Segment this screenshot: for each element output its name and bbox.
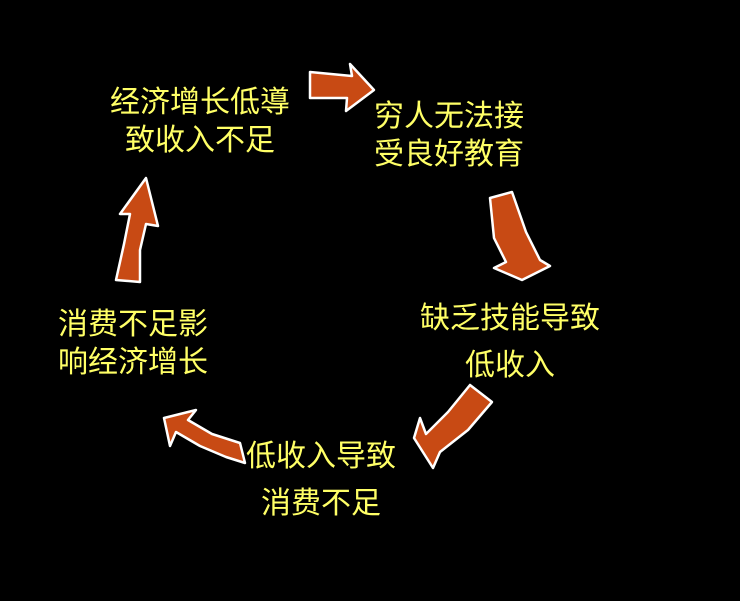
cycle-node-4-line-2: 消费不足 xyxy=(261,485,381,521)
cycle-node-1: 经济增长低導 致收入不足 xyxy=(110,84,290,159)
cycle-node-3: 缺乏技能导致 低收入 xyxy=(420,296,600,389)
arrow-n5-to-n1 xyxy=(114,176,160,284)
cycle-node-4: 低收入导致 消费不足 xyxy=(246,434,396,527)
cycle-node-1-line-2: 致收入不足 xyxy=(125,122,275,158)
cycle-node-5: 消费不足影 响经济增长 xyxy=(58,306,208,381)
arrow-n1-to-n2 xyxy=(308,62,376,113)
cycle-node-1-line-1: 经济增长低導 xyxy=(110,85,290,120)
arrow-n2-to-n3 xyxy=(488,190,552,282)
arrow-n4-to-n5 xyxy=(162,408,247,465)
arrow-n3-to-n4 xyxy=(412,383,494,470)
cycle-node-3-line-1: 缺乏技能导致 xyxy=(420,301,600,336)
cycle-node-4-line-1: 低收入导致 xyxy=(246,439,396,474)
cycle-node-3-line-2: 低收入 xyxy=(465,347,555,383)
cycle-node-2: 穷人无法接 受良好教育 xyxy=(374,98,524,173)
cycle-node-5-line-1: 消费不足影 xyxy=(58,307,208,342)
cycle-node-5-line-2: 响经济增长 xyxy=(58,344,208,380)
cycle-node-2-line-1: 穷人无法接 xyxy=(374,99,524,134)
cycle-node-2-line-2: 受良好教育 xyxy=(374,136,524,172)
